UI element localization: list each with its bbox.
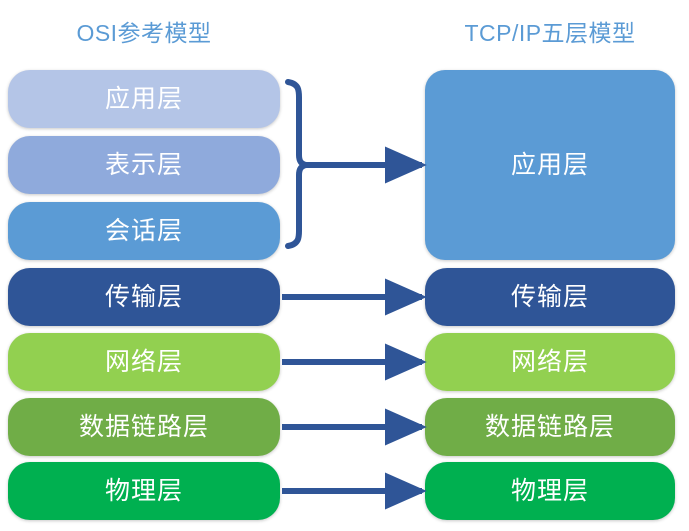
tcpip-layer-application[interactable]: 应用层 [425, 70, 675, 260]
tcpip-layer-transport-label: 传输层 [510, 282, 589, 311]
osi-layer-physical-label: 物理层 [104, 476, 183, 505]
osi-layer-session[interactable]: 会话层 [8, 202, 280, 260]
osi-layer-application-label: 应用层 [104, 84, 183, 113]
tcpip-layer-network-label: 网络层 [510, 347, 589, 376]
tcpip-layer-transport[interactable]: 传输层 [425, 268, 675, 326]
osi-layer-presentation-label: 表示层 [104, 150, 183, 179]
osi-layer-presentation[interactable]: 表示层 [8, 136, 280, 194]
osi-layer-transport[interactable]: 传输层 [8, 268, 280, 326]
osi-layer-datalink-label: 数据链路层 [78, 412, 209, 441]
tcpip-layer-physical-label: 物理层 [510, 476, 589, 505]
tcpip-layer-application-label: 应用层 [510, 150, 589, 179]
tcpip-layer-network[interactable]: 网络层 [425, 333, 675, 391]
osi-layer-transport-label: 传输层 [104, 282, 183, 311]
osi-layer-application[interactable]: 应用层 [8, 70, 280, 128]
osi-layer-network-label: 网络层 [104, 347, 183, 376]
tcpip-layer-datalink[interactable]: 数据链路层 [425, 398, 675, 456]
tcpip-layer-datalink-label: 数据链路层 [484, 412, 615, 441]
osi-layer-datalink[interactable]: 数据链路层 [8, 398, 280, 456]
osi-layer-network[interactable]: 网络层 [8, 333, 280, 391]
osi-column-title: OSI参考模型 [76, 20, 212, 46]
grouping-brace-icon [285, 79, 309, 249]
tcpip-layer-physical[interactable]: 物理层 [425, 462, 675, 520]
osi-layer-session-label: 会话层 [104, 216, 183, 245]
osi-layer-physical[interactable]: 物理层 [8, 462, 280, 520]
tcpip-column-title: TCP/IP五层模型 [464, 20, 636, 46]
